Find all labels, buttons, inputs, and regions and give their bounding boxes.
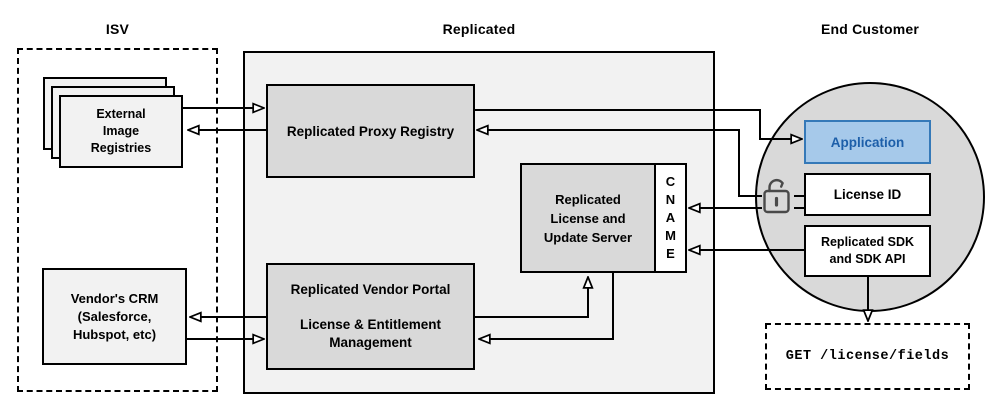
node-label-line: Registries: [90, 141, 152, 155]
cname-letter: C: [665, 174, 676, 189]
node-label-line: Management: [329, 335, 412, 350]
cname-letter: A: [665, 210, 676, 225]
vendor-portal-node: Replicated Vendor Portal License & Entit…: [266, 263, 475, 370]
vendors-crm-node: Vendor's CRM (Salesforce, Hubspot, etc): [42, 268, 187, 365]
application-node: Application: [804, 120, 931, 164]
external-image-registries-node: External Image Registries: [59, 95, 183, 168]
node-title: Replicated Vendor Portal: [290, 282, 451, 297]
end-customer-section-title: End Customer: [820, 21, 920, 37]
node-label-line: Image: [102, 124, 140, 138]
cname-strip: C N A M E: [654, 163, 687, 273]
node-label-line: (Salesforce,: [77, 308, 152, 324]
cname-letter: E: [666, 246, 675, 261]
get-endpoint-box: GET /license/fields: [765, 323, 970, 390]
node-label-line: Hubspot, etc): [72, 326, 157, 342]
node-label: Application: [830, 134, 905, 150]
license-update-server-node: Replicated License and Update Server: [520, 163, 656, 273]
cname-letter: N: [665, 192, 676, 207]
cname-letter: M: [665, 228, 676, 243]
node-label-line: External: [96, 107, 146, 121]
replicated-sdk-node: Replicated SDK and SDK API: [804, 225, 931, 277]
node-label: License ID: [833, 187, 902, 202]
isv-section-title: ISV: [105, 21, 130, 37]
node-label-line: Update Server: [543, 229, 633, 245]
license-id-node: License ID: [804, 173, 931, 216]
node-label-line: and SDK API: [829, 252, 906, 266]
node-label-line: Replicated: [555, 191, 621, 207]
node-label: Replicated Proxy Registry: [286, 123, 455, 139]
node-label-line: License & Entitlement: [299, 317, 442, 332]
replicated-section-title: Replicated: [442, 21, 516, 37]
node-label-line: License and: [550, 210, 626, 226]
node-label-line: Replicated SDK: [820, 235, 915, 249]
get-endpoint-label: GET /license/fields: [785, 349, 950, 364]
node-label-line: Vendor's CRM: [70, 290, 159, 306]
isv-boundary-box: [17, 48, 218, 392]
replicated-proxy-registry-node: Replicated Proxy Registry: [266, 84, 475, 178]
